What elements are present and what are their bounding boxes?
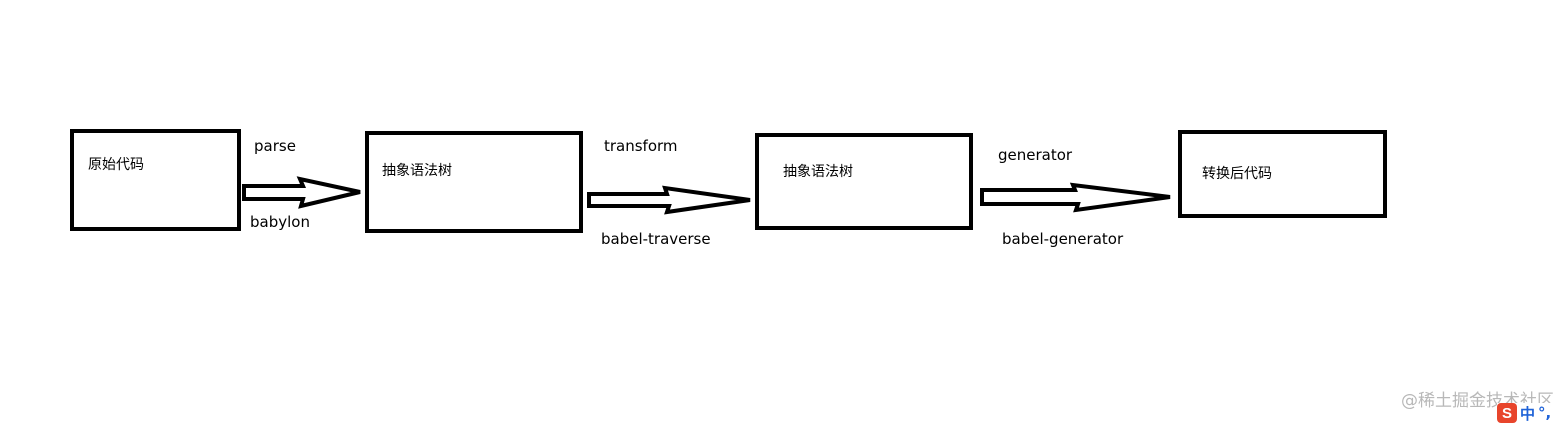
node-label-output-code: 转换后代码 — [1202, 166, 1272, 182]
edge-label-babel-generator: babel-generator — [1002, 230, 1124, 248]
edge-label-babylon: babylon — [250, 213, 310, 231]
arrow-generator-shape — [980, 182, 1171, 213]
node-box-ast-2 — [755, 133, 973, 230]
node-box-source-code — [70, 129, 241, 231]
sogou-logo-icon: S — [1497, 403, 1517, 423]
edge-label-generator: generator — [998, 146, 1073, 164]
node-label-ast-2: 抽象语法树 — [783, 164, 853, 180]
node-box-output-code — [1178, 130, 1387, 218]
edge-label-parse: parse — [254, 137, 296, 155]
node-label-source-code: 原始代码 — [88, 157, 144, 173]
node-label-ast-1: 抽象语法树 — [382, 163, 452, 179]
edge-label-babel-traverse: babel-traverse — [601, 230, 711, 248]
edge-label-transform: transform — [604, 137, 678, 155]
ime-indicator[interactable]: S 中 °, — [1497, 403, 1568, 423]
ime-mode-text: 中 — [1520, 404, 1536, 423]
arrow-transform-shape — [587, 185, 751, 215]
ime-punct-text: °, — [1538, 404, 1552, 422]
arrow-parse-shape — [242, 176, 361, 209]
node-box-ast-1 — [365, 131, 583, 233]
